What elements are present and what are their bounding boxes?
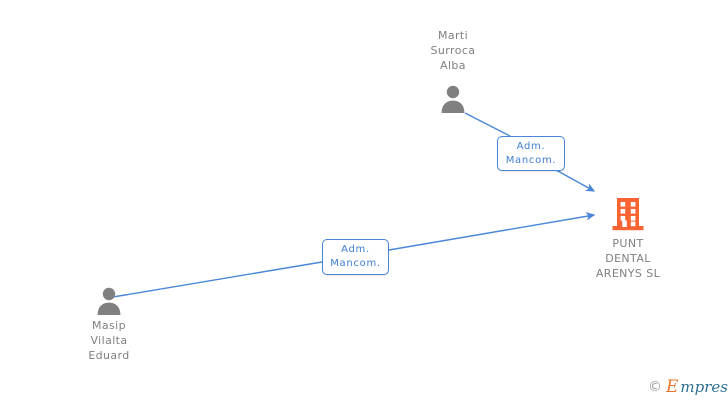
edge-relation-1-to-company bbox=[555, 169, 596, 192]
copyright-symbol: © bbox=[648, 379, 662, 395]
node-person-masip-vilalta-eduard[interactable]: Masip Vilalta Eduard bbox=[54, 285, 164, 363]
brand-name: mpresia bbox=[680, 377, 728, 396]
person-icon bbox=[441, 85, 465, 113]
edge-relation-2-to-company bbox=[388, 212, 596, 251]
node-company-punt-dental-arenys-sl[interactable]: PUNT DENTAL ARENYS SL bbox=[572, 196, 684, 281]
person-name-label: Masip Vilalta Eduard bbox=[88, 319, 130, 362]
relation-label-adm-mancom-2[interactable]: Adm. Mancom. bbox=[322, 239, 389, 275]
edge-person-bottom-to-relation-2 bbox=[112, 261, 323, 298]
company-name-label: PUNT DENTAL ARENYS SL bbox=[595, 237, 661, 280]
building-icon bbox=[612, 198, 644, 231]
edge-person-top-to-relation-1 bbox=[464, 112, 511, 137]
relation-label-adm-mancom-1[interactable]: Adm. Mancom. bbox=[497, 136, 565, 171]
person-name-label: Marti Surroca Alba bbox=[430, 29, 476, 72]
empresia-watermark: © E mpresia bbox=[648, 376, 728, 398]
brand-initial: E bbox=[666, 376, 679, 397]
person-icon bbox=[97, 287, 121, 315]
node-person-marti-surroca-alba[interactable]: Marti Surroca Alba bbox=[398, 28, 508, 113]
